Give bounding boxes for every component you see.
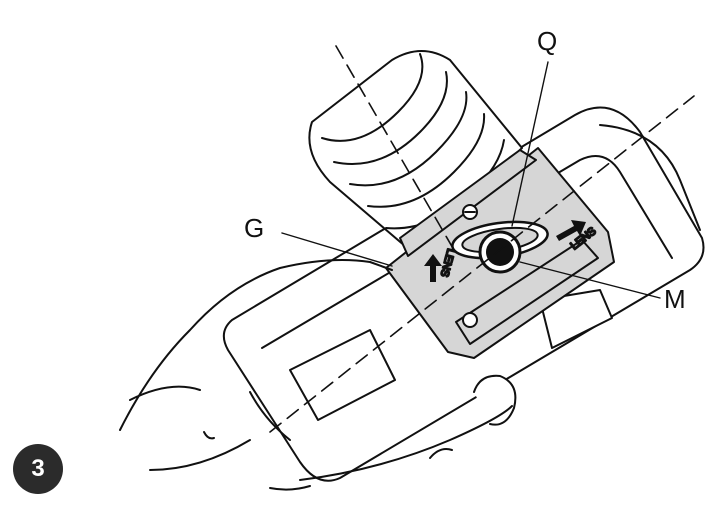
lens [308,50,523,253]
callout-m: M [664,284,686,314]
plate-pin-icon [462,312,478,328]
alignment-lines [269,45,695,433]
screw-head-icon [486,238,514,266]
leader-q [511,61,549,227]
leader-m [519,261,661,299]
arrow-up-icon [424,254,442,282]
arrow-right-icon [556,220,586,241]
leader-g [281,232,393,267]
body-axis-line [269,95,695,433]
step-number: 3 [31,455,45,482]
step-badge: 3 [13,444,63,494]
callout-g: G [244,213,265,243]
leader-lines [281,61,661,299]
lens-axis-line [335,45,455,251]
callout-q: Q [537,26,558,56]
hand [119,259,517,491]
